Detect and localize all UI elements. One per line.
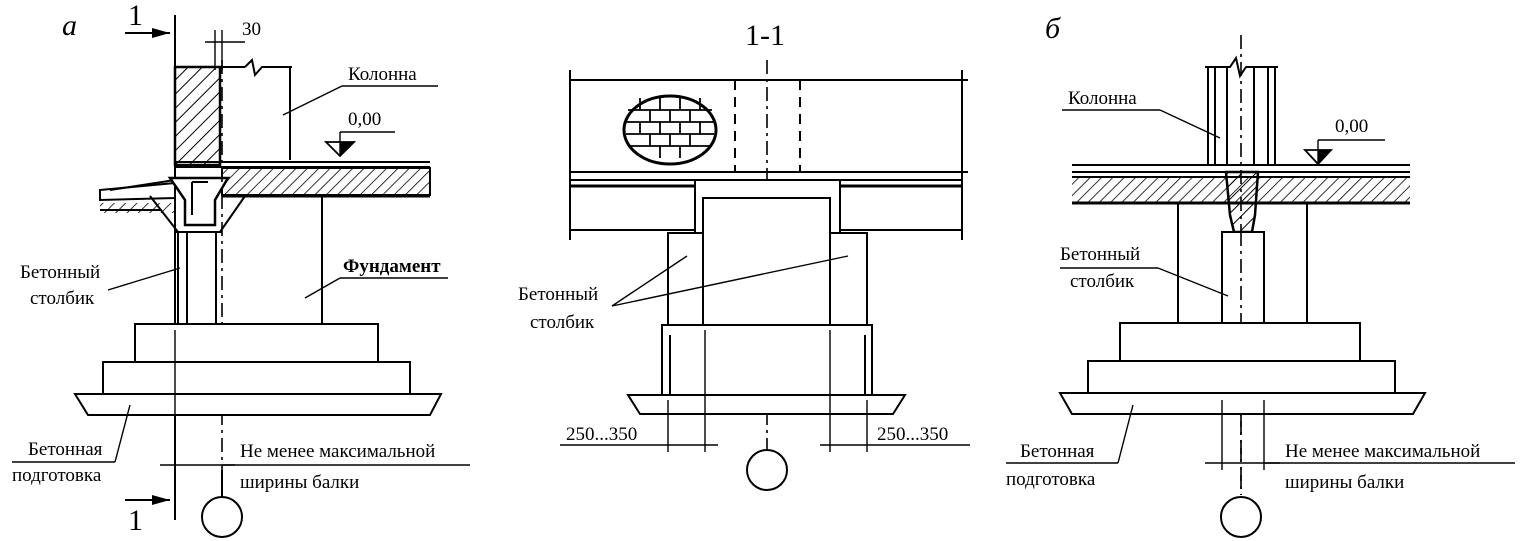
- podgotovka-label-a: подготовка: [12, 465, 102, 486]
- shiriny-label-b: ширины балки: [1285, 472, 1404, 493]
- elevation-b: 0,00: [1335, 116, 1368, 137]
- column-hatched: [173, 65, 222, 167]
- panel-a: а 1 1 30 Колонна 0,00: [12, 0, 470, 538]
- stolbik-label-a: столбик: [30, 288, 95, 309]
- foundation-step-1-b: [1119, 322, 1361, 362]
- section-mark-top: 1: [128, 0, 143, 32]
- fundament-label: Фундамент: [343, 256, 441, 277]
- panel-b: б Колонна 0,00 Бетонный: [1006, 12, 1515, 538]
- concrete-bedding-a: [73, 393, 443, 416]
- post-inner-section: [702, 197, 831, 326]
- section-arrowhead-bottom: [152, 495, 170, 505]
- kolonna-label-b: Колонна: [1068, 88, 1137, 109]
- foundation-step-2-a: [102, 361, 411, 395]
- section-arrowhead-top: [152, 28, 170, 38]
- dim-right-section: 250...350: [877, 424, 948, 445]
- elevation-a: 0,00: [348, 109, 381, 130]
- betonny-label-s: Бетонный: [518, 284, 598, 305]
- beam-seat-b: [1224, 170, 1260, 234]
- dim-left-section: 250...350: [566, 424, 637, 445]
- ne-menee-label-a: Не менее максимальной: [240, 441, 435, 462]
- podgotovka-label-b: подготовка: [1006, 469, 1096, 490]
- dim-30: 30: [242, 19, 261, 40]
- foundation-step-2-b: [1087, 360, 1396, 394]
- stolbik-label-b: столбик: [1070, 271, 1135, 292]
- concrete-post-b: [1221, 231, 1265, 324]
- betonny-label-a: Бетонный: [20, 262, 100, 283]
- shiriny-label-a: ширины балки: [240, 472, 359, 493]
- foundation-section: [661, 324, 873, 396]
- beam-right-section: [839, 179, 963, 231]
- concrete-post-a: [177, 231, 217, 325]
- section-title: 1-1: [745, 19, 785, 52]
- break-line: [244, 57, 292, 78]
- beam-seat-a: [167, 176, 231, 227]
- panel-section-1-1: 1-1: [518, 19, 970, 491]
- break-line-b: [1205, 55, 1278, 79]
- ne-menee-label-b: Не менее максимальной: [1285, 441, 1480, 462]
- beam-left-section: [569, 179, 696, 231]
- concrete-bedding-b: [1058, 392, 1427, 415]
- brick-oval: [622, 94, 718, 166]
- betonnaya-label-b: Бетонная: [1020, 441, 1095, 462]
- floor-slab-a: [221, 167, 431, 196]
- foundation-step-1-a: [134, 323, 379, 363]
- panel-a-label: а: [62, 9, 77, 42]
- axis-bubble-a: [201, 496, 243, 538]
- bedding-section: [626, 394, 907, 415]
- axis-bubble-section: [746, 449, 788, 491]
- panel-b-label: б: [1045, 12, 1061, 45]
- stolbik-label-s: столбик: [530, 312, 595, 333]
- kolonna-label-a: Колонна: [348, 64, 417, 85]
- section-mark-bottom: 1: [128, 504, 143, 537]
- axis-bubble-b: [1220, 496, 1262, 538]
- betonny-label-b: Бетонный: [1060, 244, 1140, 265]
- betonnaya-label-a: Бетонная: [28, 439, 103, 460]
